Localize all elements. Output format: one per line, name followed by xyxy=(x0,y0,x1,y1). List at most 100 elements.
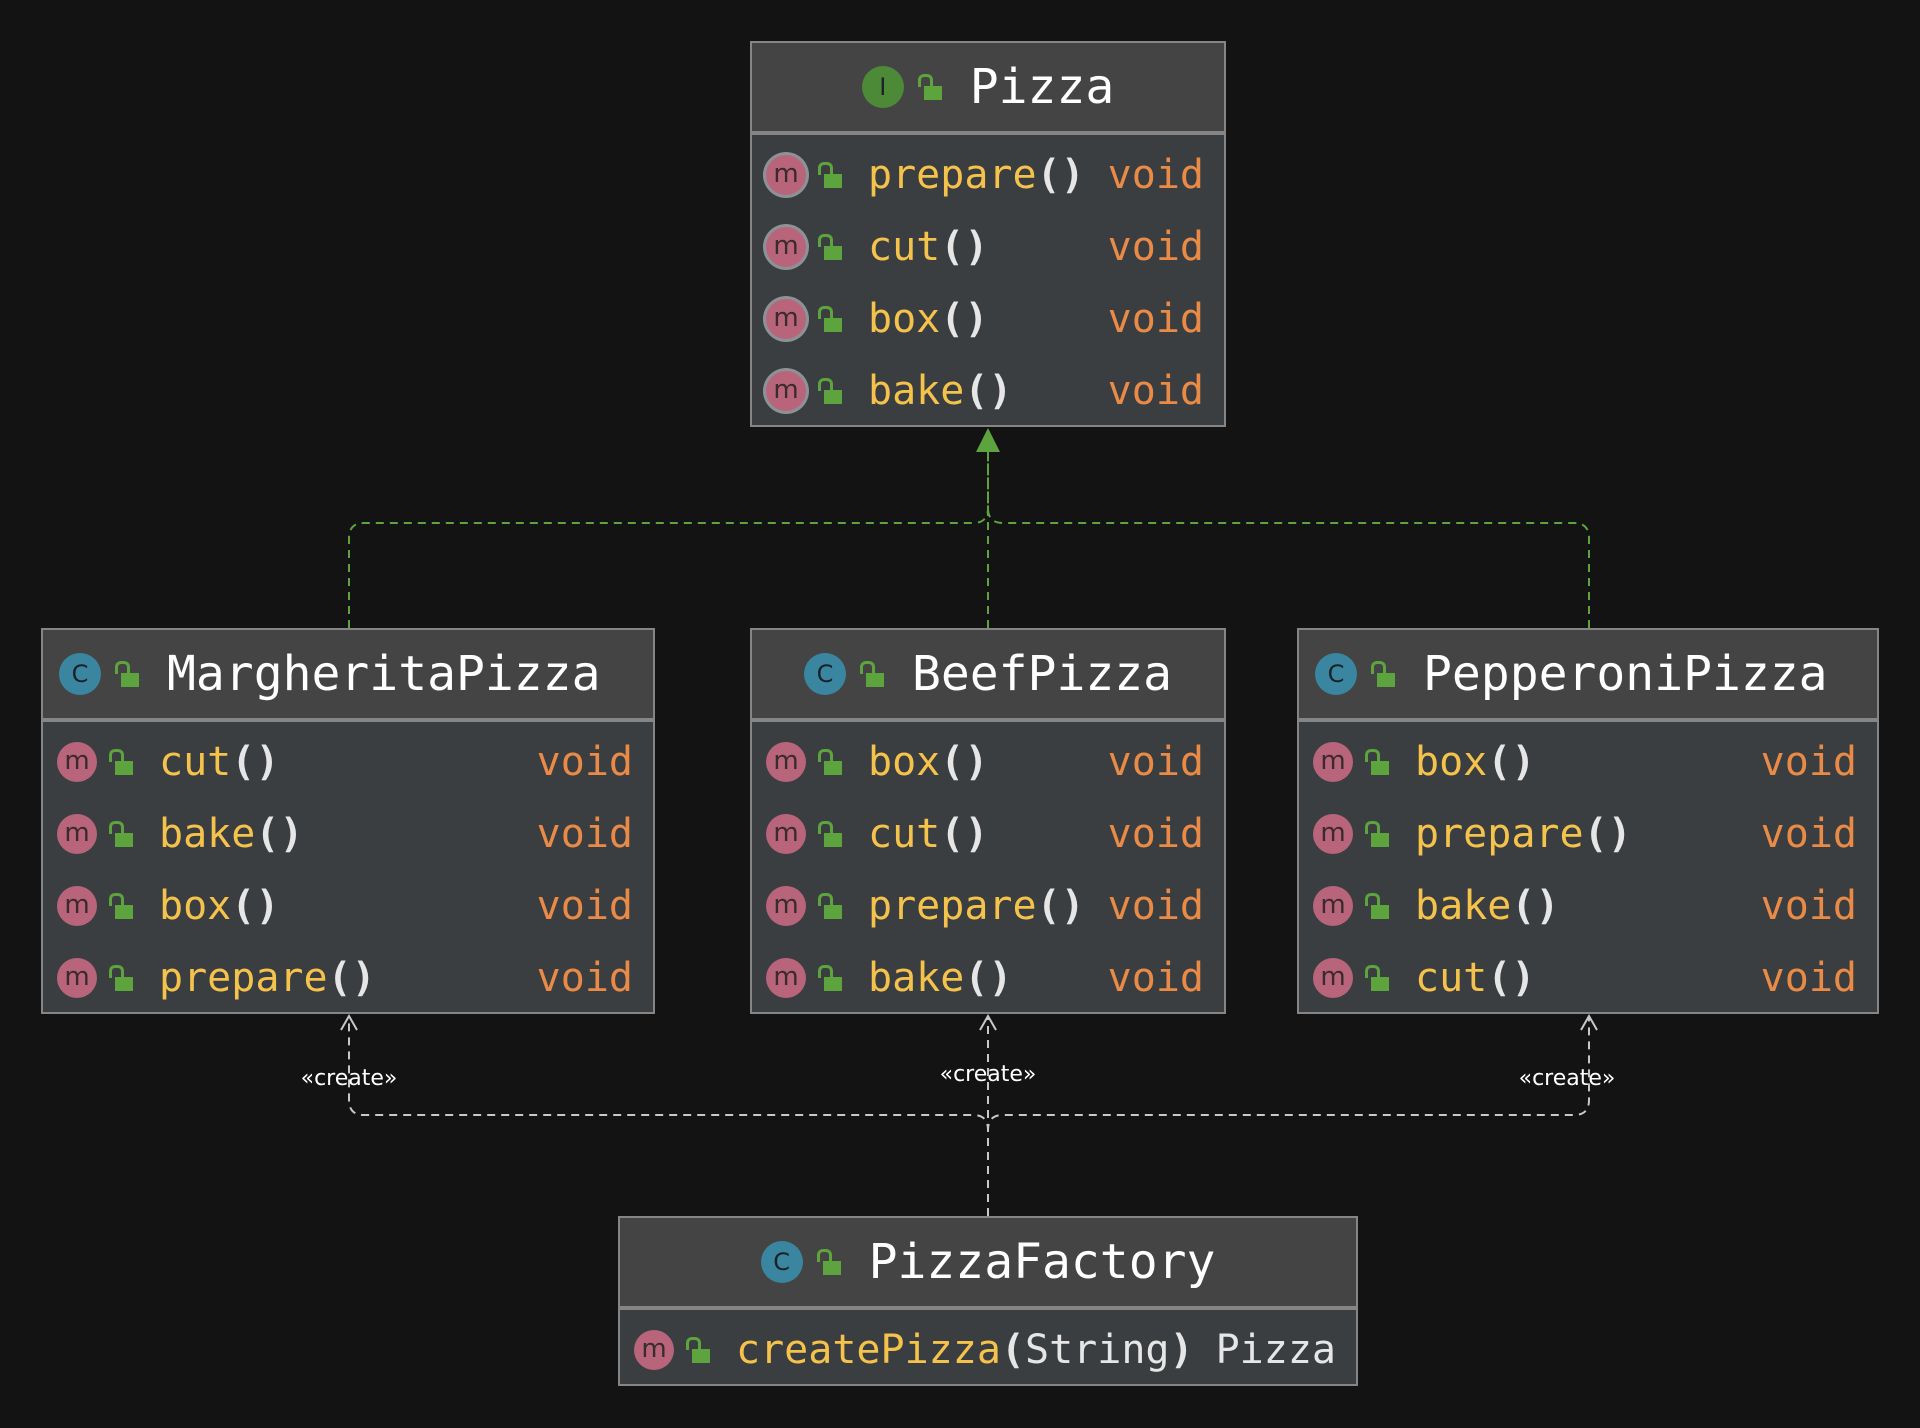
implements-arrowhead xyxy=(976,428,1000,452)
paren-open: ( xyxy=(1487,739,1512,785)
method-name: bake xyxy=(159,811,256,857)
public-lock-icon xyxy=(109,821,135,847)
method-name: cut xyxy=(868,811,941,857)
paren-close: ) xyxy=(1535,883,1560,929)
method-name: cut xyxy=(868,224,941,270)
class-name: BeefPizza xyxy=(911,646,1173,702)
paren-open: ( xyxy=(1487,955,1512,1001)
return-type: void xyxy=(1107,368,1204,414)
paren-close: ) xyxy=(964,296,989,342)
create-arrowhead-pepperoni xyxy=(1580,1013,1598,1031)
abstract-method-icon: m xyxy=(766,227,806,267)
public-lock-icon xyxy=(115,661,141,687)
paren-open: ( xyxy=(1000,1327,1025,1373)
class-name: PizzaFactory xyxy=(868,1234,1216,1290)
method-icon: m xyxy=(57,958,97,998)
method-signature: cut() xyxy=(868,224,1108,270)
public-lock-icon xyxy=(1365,965,1391,991)
method-name: cut xyxy=(159,739,232,785)
method-signature: prepare() xyxy=(868,152,1108,198)
paren-close: ) xyxy=(964,739,989,785)
method-icon: m xyxy=(57,742,97,782)
method-signature: prepare() xyxy=(1415,811,1761,857)
class-header: C PepperoniPizza xyxy=(1299,630,1877,722)
public-lock-icon xyxy=(818,162,844,188)
public-lock-icon xyxy=(859,661,886,687)
public-lock-icon xyxy=(109,893,135,919)
public-lock-icon xyxy=(109,965,135,991)
method-name: box xyxy=(1415,739,1488,785)
return-type: void xyxy=(1760,739,1857,785)
method-signature: bake() xyxy=(159,811,537,857)
paren-open: ( xyxy=(1511,883,1536,929)
method-row[interactable]: m box()void xyxy=(43,870,653,942)
interface-icon: I xyxy=(861,66,904,108)
method-name: cut xyxy=(1415,955,1488,1001)
paren-open: ( xyxy=(940,296,965,342)
implements-edge-margherita xyxy=(348,450,989,628)
return-type: void xyxy=(1760,955,1857,1001)
method-name: prepare xyxy=(1415,811,1584,857)
paren-open: ( xyxy=(940,739,965,785)
return-type: void xyxy=(536,955,633,1001)
paren-close: ) xyxy=(1511,955,1536,1001)
paren-open: ( xyxy=(231,739,256,785)
return-type: void xyxy=(536,739,633,785)
public-lock-icon xyxy=(1371,661,1397,687)
implements-edges xyxy=(348,450,1590,628)
method-icon: m xyxy=(1313,886,1353,926)
paren-open: ( xyxy=(1583,811,1608,857)
class-icon: C xyxy=(1315,653,1357,695)
paren-open: ( xyxy=(964,368,989,414)
method-signature: box() xyxy=(1415,739,1761,785)
create-arrowhead-beef xyxy=(979,1013,997,1031)
class-icon: C xyxy=(760,1241,803,1283)
class-icon: C xyxy=(803,653,846,695)
paren-close: ) xyxy=(1060,152,1085,198)
method-name: bake xyxy=(868,368,965,414)
method-signature: cut() xyxy=(868,811,1108,857)
method-signature: bake() xyxy=(868,368,1108,414)
paren-open: ( xyxy=(327,955,352,1001)
paren-close: ) xyxy=(964,224,989,270)
paren-open: ( xyxy=(231,883,256,929)
create-label-pepperoni: «create» xyxy=(1518,1066,1616,1091)
method-signature: box() xyxy=(868,296,1108,342)
method-name: prepare xyxy=(159,955,328,1001)
method-signature: box() xyxy=(159,883,537,929)
method-icon: m xyxy=(766,814,806,854)
method-name: prepare xyxy=(868,152,1037,198)
method-signature: bake() xyxy=(868,955,1108,1001)
return-type: void xyxy=(536,883,633,929)
abstract-method-icon: m xyxy=(766,299,806,339)
method-row[interactable]: m box()void xyxy=(752,283,1224,355)
paren-open: ( xyxy=(940,224,965,270)
class-name: PepperoniPizza xyxy=(1423,646,1828,702)
method-name: box xyxy=(868,739,941,785)
method-icon: m xyxy=(57,886,97,926)
return-type: void xyxy=(1107,296,1204,342)
abstract-method-icon: m xyxy=(766,155,806,195)
